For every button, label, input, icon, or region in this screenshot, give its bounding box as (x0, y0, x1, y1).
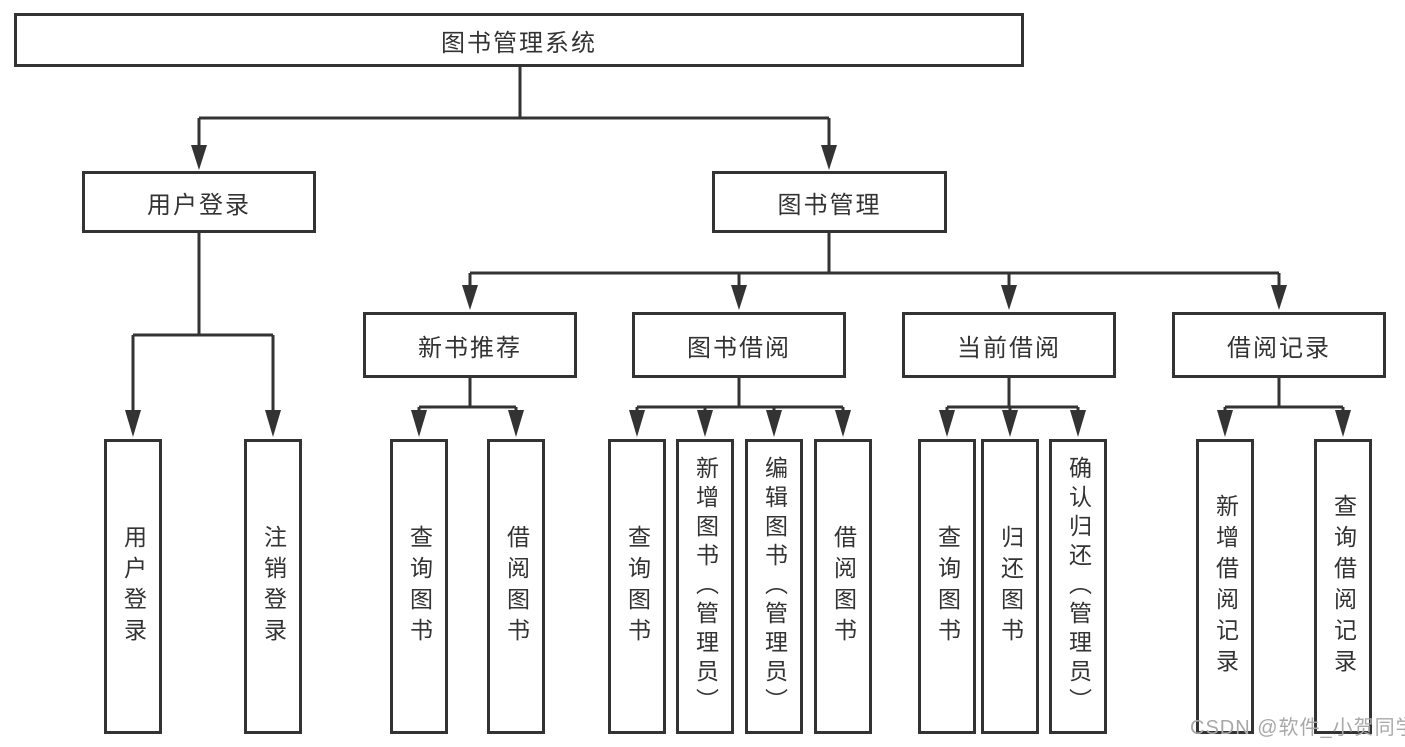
arrow-down-icon (697, 410, 713, 437)
leaf-query-borrow-record: 查询借阅记录 (1314, 439, 1372, 734)
node-root-library-system: 图书管理系统 (14, 13, 1024, 67)
node-user-login: 用户登录 (82, 171, 316, 233)
arrow-down-icon (265, 410, 281, 437)
arrow-down-icon (821, 145, 837, 170)
connector-book-borrowing-to-leaves (629, 378, 851, 437)
arrow-down-icon (462, 285, 478, 310)
leaf-edit-books-admin: 编辑图书（管理员） (745, 439, 803, 734)
leaf-add-borrow-record: 新增借阅记录 (1196, 439, 1254, 734)
node-label: 用户登录 (120, 524, 147, 649)
node-label: 新增图书（管理员） (692, 456, 719, 717)
arrow-down-icon (1001, 285, 1017, 310)
node-new-book-recommend: 新书推荐 (363, 312, 577, 378)
connector-current-borrowing-to-leaves (939, 378, 1086, 437)
node-label: 确认归还（管理员） (1065, 456, 1092, 717)
node-label: 注销登录 (260, 524, 287, 649)
node-label: 查询图书 (624, 524, 651, 649)
arrow-down-icon (411, 410, 427, 437)
node-label: 查询图书 (934, 524, 961, 649)
arrow-down-icon (835, 410, 851, 437)
node-book-borrowing: 图书借阅 (632, 312, 846, 378)
arrow-down-icon (508, 410, 524, 437)
arrow-down-icon (1335, 410, 1351, 437)
connector-new-book-recommend-to-leaves (411, 378, 524, 437)
node-label: 借阅图书 (830, 524, 857, 649)
connector-borrowing-records-to-leaves (1217, 378, 1351, 437)
leaf-confirm-return-admin: 确认归还（管理员） (1049, 439, 1107, 734)
arrow-down-icon (1002, 410, 1018, 437)
node-label: 借阅记录 (1227, 334, 1331, 362)
leaf-query-books-recommend: 查询图书 (390, 439, 448, 734)
leaf-add-books-admin: 新增图书（管理员） (676, 439, 734, 734)
connector-root-to-level2 (191, 67, 837, 170)
node-label: 图书管理系统 (441, 29, 597, 57)
node-label: 查询借阅记录 (1330, 493, 1357, 680)
node-label: 用户登录 (147, 191, 251, 219)
arrow-down-icon (629, 410, 645, 437)
leaf-user-login: 用户登录 (104, 439, 162, 734)
node-current-borrowing: 当前借阅 (902, 312, 1116, 378)
arrow-down-icon (191, 145, 207, 170)
node-label: 新书推荐 (418, 334, 522, 362)
arrow-down-icon (1070, 410, 1086, 437)
node-label: 图书借阅 (687, 334, 791, 362)
node-label: 图书管理 (777, 191, 882, 219)
arrow-down-icon (766, 410, 782, 437)
node-borrowing-records: 借阅记录 (1172, 312, 1386, 378)
node-label: 借阅图书 (503, 524, 530, 649)
connector-book-management-to-level3 (462, 233, 1287, 310)
node-label: 新增借阅记录 (1212, 493, 1239, 680)
arrow-down-icon (1271, 285, 1287, 310)
arrow-down-icon (125, 410, 141, 437)
arrow-down-icon (1217, 410, 1233, 437)
node-label: 查询图书 (406, 524, 433, 649)
leaf-query-books-current: 查询图书 (918, 439, 976, 734)
connector-user-login-to-leaves (125, 233, 281, 437)
leaf-borrow-books: 借阅图书 (814, 439, 872, 734)
watermark: CSDN @软件_小贺同学 (1190, 717, 1405, 739)
node-label: 编辑图书（管理员） (761, 456, 788, 717)
leaf-logout: 注销登录 (244, 439, 302, 734)
node-label: 归还图书 (997, 524, 1024, 649)
leaf-borrow-books-recommend: 借阅图书 (487, 439, 545, 734)
leaf-return-books: 归还图书 (981, 439, 1039, 734)
leaf-query-books-borrowing: 查询图书 (608, 439, 666, 734)
node-book-management: 图书管理 (712, 171, 947, 233)
arrow-down-icon (731, 285, 747, 310)
node-label: 当前借阅 (957, 334, 1061, 362)
arrow-down-icon (939, 410, 955, 437)
